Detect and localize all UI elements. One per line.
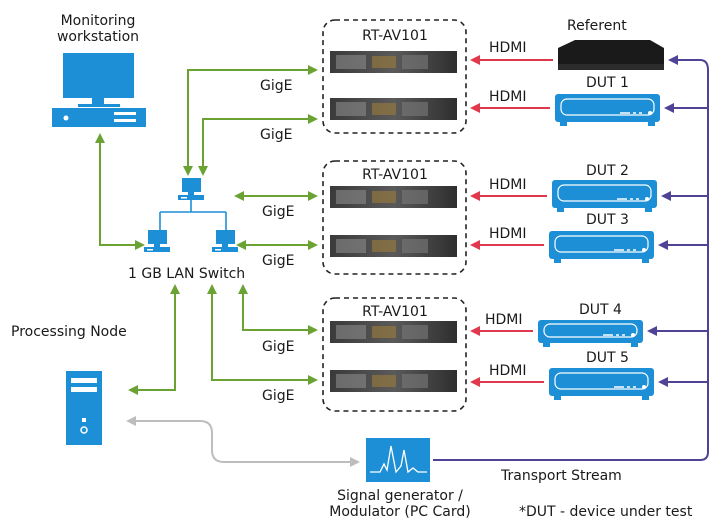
monitoring-to-switch-link [95,133,145,250]
hdmi-label-3: HDMI [489,177,527,193]
network-switch-icon [144,178,238,252]
rack-unit-icon [330,370,457,392]
dut-3-label: DUT 3 [586,212,629,228]
rack-unit-icon [330,98,457,120]
gige-link-2 [198,114,318,176]
footnote: *DUT - device under test [519,504,693,520]
dut-1-label: DUT 1 [586,75,629,91]
rack-group-3 [322,297,467,412]
rack-2-title: RT-AV101 [362,167,428,183]
rack-unit-icon [330,321,457,343]
referent-box-icon [558,40,664,70]
dut-1-box-icon [555,94,660,126]
signal-generator-label: Signal generator / Modulator (PC Card) [329,488,471,520]
dut-5-label: DUT 5 [586,350,629,366]
dut-4-box-icon [538,320,643,347]
hdmi-label-4: HDMI [489,226,527,242]
referent-label: Referent [567,18,627,34]
hdmi-label-6: HDMI [489,363,527,379]
gige-label-3: GigE [262,204,295,220]
monitoring-workstation-label: Monitoring workstation [56,13,140,45]
dut-5-box-icon [549,368,654,400]
rack-unit-icon [330,235,457,257]
gige-label-4: GigE [262,253,295,269]
rack-group-1 [322,19,467,134]
server-tower-icon [66,371,102,445]
rack-group-2 [322,160,467,275]
hdmi-label-2: HDMI [489,89,527,105]
gige-link-1 [183,65,318,176]
dut-3-box-icon [549,231,654,263]
dut-2-label: DUT 2 [586,163,629,179]
gige-label-1: GigE [260,78,293,94]
processing-to-switch-link [128,284,180,395]
gige-link-5 [238,284,318,335]
switch-label: 1 GB LAN Switch [128,266,246,282]
spectrum-analyzer-icon [366,438,430,482]
processing-node-label: Processing Node [11,324,127,340]
transport-stream-label: Transport Stream [501,468,622,484]
rack-unit-icon [330,186,457,208]
rack-unit-icon [330,51,457,73]
rack-1-title: RT-AV101 [362,28,428,44]
transport-stream-bus [433,55,709,461]
gige-label-6: GigE [262,388,295,404]
gige-label-5: GigE [262,339,295,355]
rack-3-title: RT-AV101 [362,304,428,320]
processing-to-signal-link [126,416,360,467]
hdmi-label-1: HDMI [489,40,527,56]
computer-monitor-icon [52,53,146,127]
dut-4-label: DUT 4 [579,302,622,318]
gige-label-2: GigE [260,127,293,143]
gige-link-6 [207,284,318,385]
dut-2-box-icon [552,180,657,212]
hdmi-label-5: HDMI [485,312,523,328]
